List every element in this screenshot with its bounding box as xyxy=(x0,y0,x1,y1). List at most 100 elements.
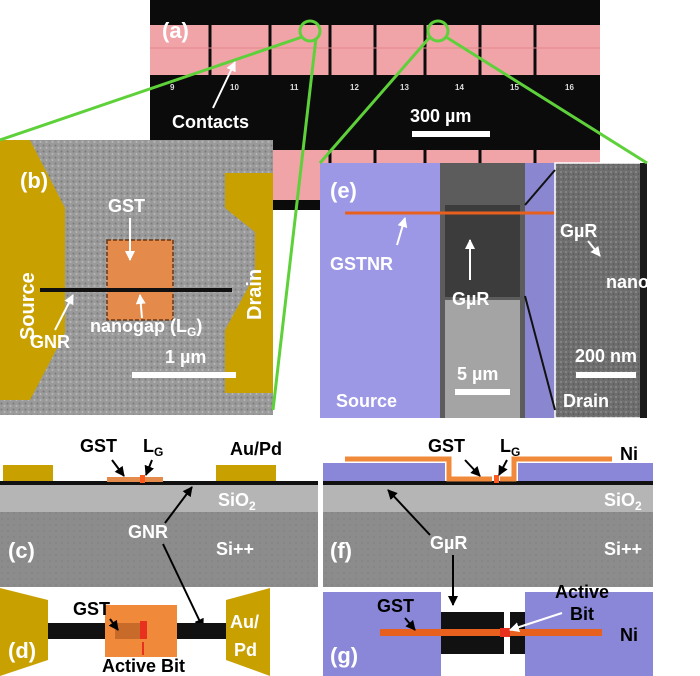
sio2-layer-f xyxy=(323,485,653,512)
aupd-right-d xyxy=(226,588,270,676)
ni-label-g: Ni xyxy=(620,625,638,645)
zoom-lines xyxy=(0,35,648,411)
zoom-line xyxy=(318,36,432,164)
sio2-layer-c xyxy=(0,485,318,512)
gur-layer-f xyxy=(323,481,653,485)
nanogap-label-b: nanogap (LG) xyxy=(90,316,202,339)
source-label-b: Source xyxy=(17,272,39,340)
lg-label-f: LG xyxy=(500,436,520,459)
panel-c-label: (c) xyxy=(8,538,35,563)
device-number: 12 xyxy=(350,83,359,92)
gst-label-f: GST xyxy=(428,436,465,456)
gnr-arrow-c-up xyxy=(164,486,193,524)
gur-lower xyxy=(445,300,520,418)
panel-e-label: (e) xyxy=(330,178,357,203)
device-number: 9 xyxy=(170,83,175,92)
drain-electrode xyxy=(225,173,273,393)
bit-label-g: Bit xyxy=(570,604,594,624)
aupd-label-c: Au/Pd xyxy=(230,439,282,459)
device-number: 15 xyxy=(510,83,519,92)
contacts-label: Contacts xyxy=(172,112,249,132)
gstnr-arrow xyxy=(396,217,408,246)
scale-bar-1um xyxy=(132,372,236,378)
zoom-circle-b xyxy=(298,19,322,43)
gur-arrow-f-up xyxy=(387,489,431,536)
panel-g-label: (g) xyxy=(330,643,358,668)
ni-right-f xyxy=(518,463,653,481)
scale-bar-300um xyxy=(412,131,490,137)
si-layer-c xyxy=(0,512,318,587)
gst-film-f-right xyxy=(500,456,612,482)
scale-bar-200nm xyxy=(576,372,636,378)
gur-label-e: GµR xyxy=(452,289,489,309)
drain-label-e: Drain xyxy=(563,391,609,411)
scale-label-300um: 300 µm xyxy=(410,106,471,126)
gur-arrow-inset xyxy=(587,240,601,257)
drain-label-b: Drain xyxy=(244,269,266,320)
gst-film-c xyxy=(107,477,163,482)
device-number: 13 xyxy=(400,83,409,92)
scale-bar-5um xyxy=(455,389,510,395)
gnr-layer-c xyxy=(0,481,318,485)
gst-arrow-f xyxy=(464,459,481,477)
inset-gap xyxy=(640,163,647,418)
active-label-g: Active xyxy=(555,582,609,602)
active-bit-d xyxy=(140,621,147,639)
gst-label-d: GST xyxy=(73,599,110,619)
zoom-circle-e xyxy=(426,19,450,43)
nanogap-label-e: nanogap xyxy=(606,272,681,292)
si-label-f: Si++ xyxy=(604,539,642,559)
panel-d: GST Au/ Pd (d) Active Bit xyxy=(0,588,270,676)
contacts-arrow xyxy=(212,61,236,109)
contact-pads-top xyxy=(150,25,600,75)
panel-b: (b) GST Source Drain GNR nanogap (LG) 1 … xyxy=(0,140,273,415)
lg-label-c: LG xyxy=(143,436,163,459)
gst-label-c: GST xyxy=(80,436,117,456)
device-number: 11 xyxy=(290,83,299,92)
zoom-line xyxy=(0,35,303,142)
panel-f-label: (f) xyxy=(330,538,352,563)
inset-link-bottom xyxy=(524,295,556,411)
gnr-arrow-c-down xyxy=(162,543,204,629)
drain-strip xyxy=(525,163,555,418)
source-electrode xyxy=(0,140,65,400)
nanogap-arrow-b xyxy=(135,294,146,319)
sio2-label-c: SiO2 xyxy=(218,490,256,513)
inset-link-top xyxy=(524,169,556,206)
lg-arrow-f xyxy=(498,459,508,476)
si-layer-f xyxy=(323,512,653,587)
gap-marker-c xyxy=(140,475,145,483)
panel-a-label: (a) xyxy=(162,18,189,43)
aupd-left-d xyxy=(0,588,48,676)
aupd-left-c xyxy=(3,465,53,481)
gst-block xyxy=(106,239,174,321)
gur-label-inset: GµR xyxy=(560,221,597,241)
gst-over-gnr-d xyxy=(115,623,145,639)
panel-e: (e) GSTNR GµR 5 µm Source Drain GµR nano… xyxy=(320,162,687,419)
gnr-label-b: GNR xyxy=(30,332,70,352)
gst-film-f-left xyxy=(345,456,492,482)
gstnr-label: GSTNR xyxy=(330,254,393,274)
gst-label-b: GST xyxy=(108,196,145,216)
panel-c: GST LG Au/Pd SiO2 Si++ (c) GNR xyxy=(0,436,318,629)
gst-strip-g xyxy=(380,629,602,636)
panel-b-label: (b) xyxy=(20,168,48,193)
pd-label-d: Pd xyxy=(234,640,257,660)
active-bit-g xyxy=(500,628,510,637)
active-bit-arrow-g xyxy=(509,612,563,632)
gur-label-f: GµR xyxy=(430,533,467,553)
lg-label-e: (LG) xyxy=(655,296,687,319)
lg-arrow-c xyxy=(144,459,154,476)
ni-label-f: Ni xyxy=(620,444,638,464)
panel-d-label: (d) xyxy=(8,638,36,663)
gap-marker-f xyxy=(494,475,499,483)
zoom-line xyxy=(445,35,648,165)
gnr-label-c: GNR xyxy=(128,522,168,542)
scale-label-1um: 1 µm xyxy=(165,347,206,367)
au-label-d: Au/ xyxy=(230,612,259,632)
gur-upper xyxy=(445,205,520,297)
source-label-e: Source xyxy=(336,391,397,411)
gst-label-g: GST xyxy=(377,596,414,616)
device-numbers: 9 10 11 12 13 14 15 16 xyxy=(170,83,574,92)
